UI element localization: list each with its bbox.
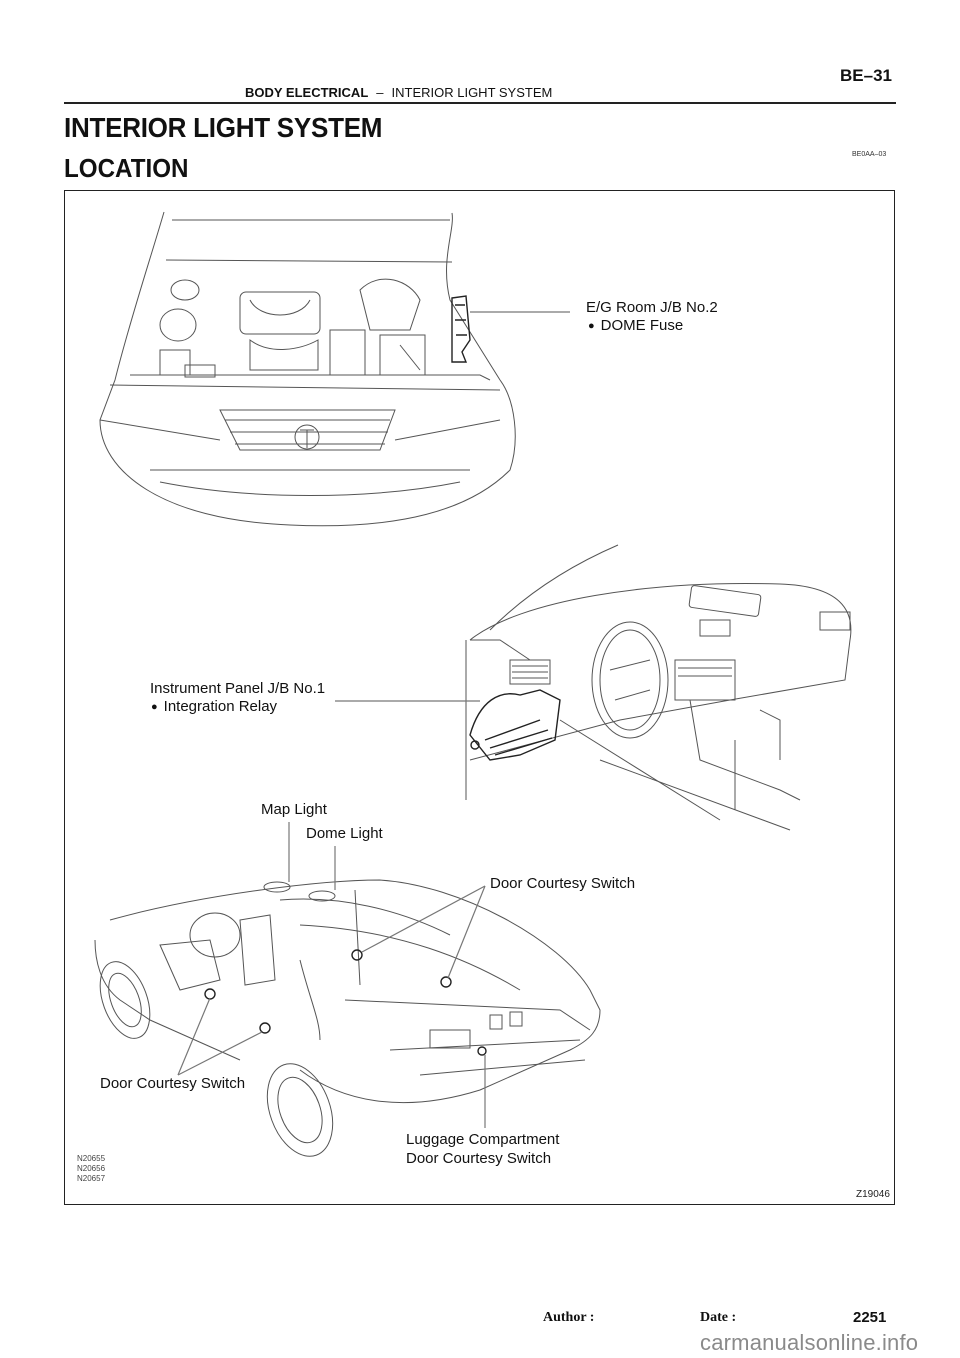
figure-id: Z19046	[856, 1189, 890, 1200]
page-title: INTERIOR LIGHT SYSTEM	[64, 112, 383, 143]
drawing-code: N20655	[77, 1154, 106, 1163]
label-door-courtesy-switch-front: Door Courtesy Switch	[100, 1075, 246, 1092]
date-label: Date :	[700, 1310, 737, 1325]
running-header: BODY ELECTRICAL–INTERIOR LIGHT SYSTEM	[245, 85, 552, 100]
label-dome-light: Dome Light	[306, 825, 383, 842]
reference-code: BE0AA–03	[852, 151, 887, 158]
drawing-code: N20656	[77, 1164, 106, 1173]
page-code: BE–31	[840, 66, 892, 85]
header-section: BODY ELECTRICAL	[245, 85, 369, 100]
leader-line-door-switch-front-a	[177, 997, 211, 1076]
drawing-code: N20657	[77, 1174, 106, 1183]
instrument-panel-drawing	[465, 544, 852, 831]
label-map-light: Map Light	[261, 801, 327, 818]
label-eg-room-jb: E/G Room J/B No.2	[586, 299, 718, 316]
leader-line-door-switch-front-b	[177, 1031, 263, 1076]
label-dome-fuse: DOME Fuse	[588, 316, 684, 337]
label-instrument-panel-jb: Instrument Panel J/B No.1	[150, 680, 326, 697]
section-heading: LOCATION	[64, 153, 189, 183]
label-luggage-compartment: Luggage Compartment	[406, 1131, 560, 1148]
label-luggage-door-courtesy-switch: Door Courtesy Switch	[406, 1150, 552, 1167]
leader-line-door-switch-rear-a	[361, 885, 486, 953]
car-body-drawing	[94, 879, 601, 1157]
header-rule	[64, 102, 896, 104]
page-number: 2251	[853, 1309, 887, 1326]
header-subsection: INTERIOR LIGHT SYSTEM	[391, 85, 553, 100]
figure-frame	[64, 190, 895, 1205]
label-door-courtesy-switch-rear: Door Courtesy Switch	[490, 875, 636, 892]
drawing-codes: N20655 N20656 N20657	[77, 1154, 105, 1184]
watermark: carmanualsonline.info	[700, 1330, 919, 1355]
engine-bay-drawing	[99, 211, 516, 527]
header-separator: –	[376, 85, 384, 100]
author-label: Author :	[543, 1310, 595, 1325]
leader-line-door-switch-rear-b	[447, 885, 486, 979]
label-integration-relay: Integration Relay	[151, 697, 277, 718]
